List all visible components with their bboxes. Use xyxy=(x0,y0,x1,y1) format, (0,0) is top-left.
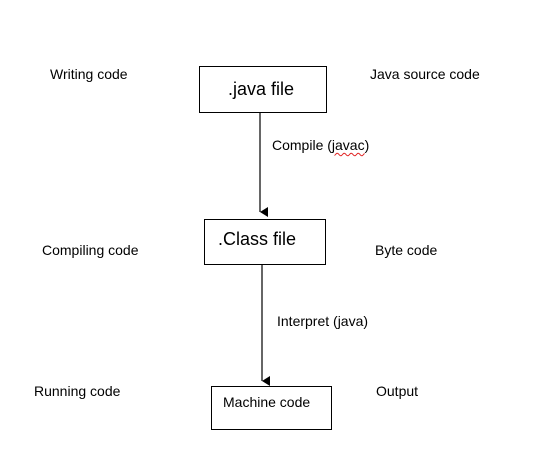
compile-label-suffix: ) xyxy=(364,137,370,153)
javac-term: javac xyxy=(331,137,365,153)
java-file-label: .java file xyxy=(228,79,295,99)
stage-1-left-label: Writing code xyxy=(50,66,128,82)
class-file-label: .Class file xyxy=(218,229,297,249)
stage-3-left-label: Running code xyxy=(34,383,121,399)
stage-3-right-label: Output xyxy=(376,383,419,399)
stage-2-left-label: Compiling code xyxy=(42,242,139,258)
machine-code-label: Machine code xyxy=(223,394,311,410)
stage-2-right-label: Byte code xyxy=(375,242,438,258)
java-file-box: .java file xyxy=(199,66,327,113)
interpret-label: Interpret (java) xyxy=(277,313,369,329)
machine-code-box: Machine code xyxy=(211,386,332,430)
class-file-box: .Class file xyxy=(204,219,326,265)
stage-1-right-label: Java source code xyxy=(370,66,480,82)
compile-label: Compile (javac) xyxy=(272,137,369,153)
compile-label-prefix: Compile ( xyxy=(272,137,332,153)
